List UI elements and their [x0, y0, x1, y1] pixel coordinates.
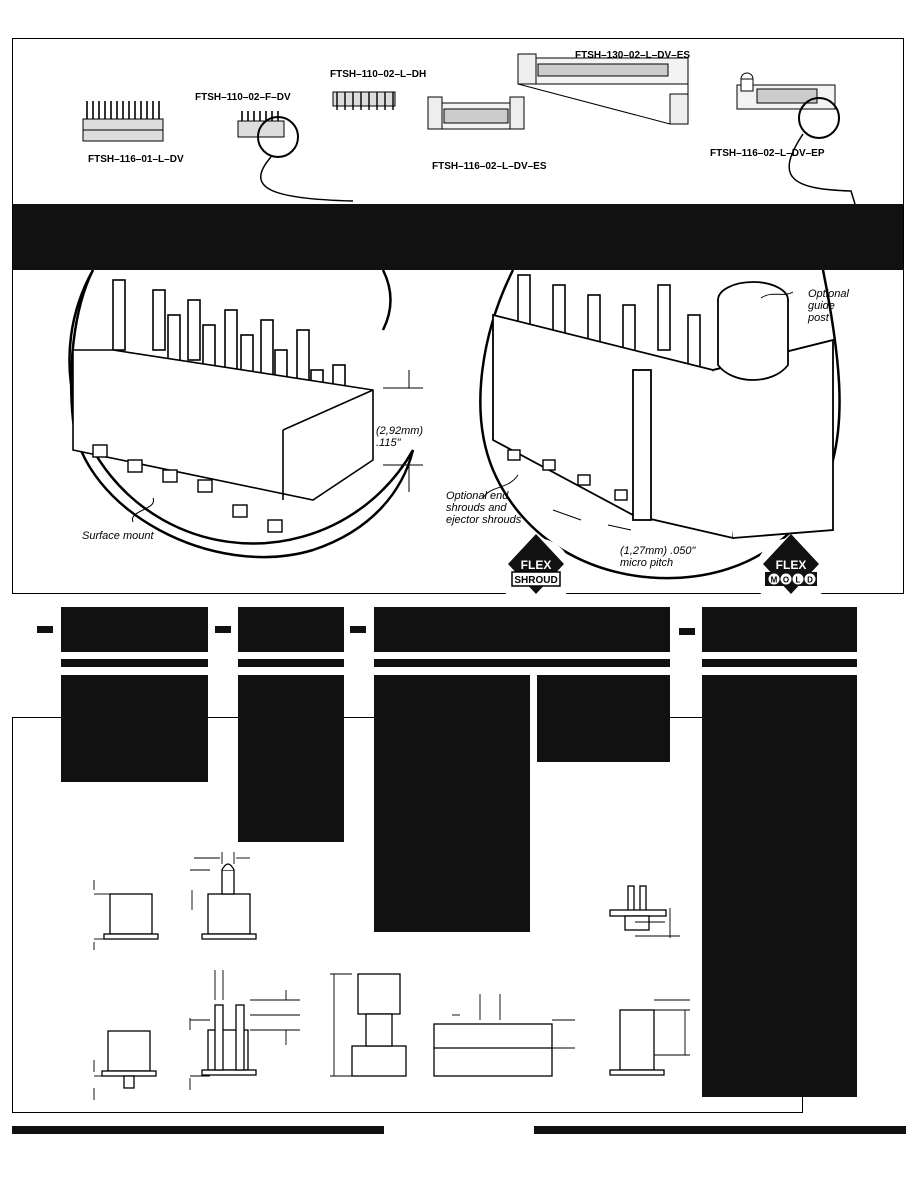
lower-frame-top-mid: [208, 717, 238, 718]
guide-post-label-3: post: [808, 312, 829, 324]
column-2-rule: [238, 659, 344, 667]
column-1-rule: [61, 659, 208, 667]
pitch-dimension: (1,27mm) .050": [620, 545, 696, 557]
column-3-body-a: [374, 675, 530, 932]
detail-callout-circle-right: [798, 97, 840, 139]
flex-mold-top: FLEX: [776, 558, 807, 572]
column-1-body: [61, 675, 208, 782]
end-shrouds-label-1: Optional end: [446, 490, 509, 502]
height-dimension-metric: (2,92mm): [376, 425, 424, 437]
part-label-6: FTSH–116–02–L–DV–EP: [710, 148, 825, 159]
separator-dash-3: [350, 626, 366, 633]
column-4-rule: [702, 659, 857, 667]
connector-image-ftsh-116-02-ep: [736, 72, 836, 110]
surface-mount-label: Surface mount: [82, 530, 154, 542]
lower-frame-right: [802, 1097, 803, 1113]
connector-image-ftsh-116-02-es: [427, 96, 525, 130]
separator-dash-4: [679, 628, 695, 635]
dimension-drawings: [93, 852, 690, 1100]
column-3-rule: [374, 659, 670, 667]
column-2-body: [238, 675, 344, 842]
mold-letter-o: O: [783, 576, 789, 585]
part-label-1: FTSH–116–01–L–DV: [88, 154, 184, 165]
flex-mold-logo: FLEX M O L D: [755, 534, 827, 610]
mold-letter-d: D: [807, 576, 813, 585]
column-3-body-b: [537, 675, 670, 762]
connector-illustrations: [82, 53, 856, 204]
flex-shroud-bottom: SHROUD: [514, 575, 557, 586]
lower-frame-top-mid2: [344, 717, 374, 718]
connector-image-ftsh-130-02-es: [517, 53, 689, 125]
end-shrouds-label-2: shrouds and: [446, 502, 507, 514]
detail-callout-circle-left: [257, 116, 299, 158]
part-label-5: FTSH–130–02–L–DV–ES: [575, 50, 691, 61]
pitch-label: micro pitch: [620, 557, 674, 569]
connector-image-ftsh-110-02: [237, 111, 285, 138]
part-label-4: FTSH–116–02–L–DV–ES: [432, 161, 547, 172]
separator-dash-1: [37, 626, 53, 633]
connector-image-ftsh-116-01: [82, 101, 164, 142]
footer-bar-left: [12, 1126, 384, 1134]
column-1-header: [61, 607, 208, 652]
lower-frame-top-right: [670, 717, 702, 718]
guide-post-label-1: Optional: [808, 288, 849, 300]
lower-frame-top-left: [12, 717, 61, 718]
column-2-header: [238, 607, 344, 652]
lower-frame-left: [12, 717, 13, 1113]
end-shrouds-label-3: ejector shrouds: [446, 514, 522, 526]
mold-letter-l: L: [796, 576, 801, 585]
product-panel: [12, 38, 904, 594]
flex-shroud-top: FLEX: [521, 558, 552, 572]
magnified-details: [68, 270, 841, 580]
flex-shroud-logo: FLEX SHROUD: [500, 534, 572, 610]
column-3-header: [374, 607, 670, 652]
title-band: [13, 204, 903, 270]
part-label-2: FTSH–110–02–F–DV: [195, 92, 291, 103]
connector-image-ftsh-110-02-dh: [332, 91, 396, 110]
guide-post-label-2: guide: [808, 300, 835, 312]
height-dimension-inch: .115": [376, 437, 401, 449]
lower-frame-bottom: [12, 1112, 802, 1113]
column-4-header: [702, 607, 857, 652]
mold-letter-m: M: [771, 576, 778, 585]
column-4-body: [702, 675, 857, 1097]
separator-dash-2: [215, 626, 231, 633]
part-label-3: FTSH–110–02–L–DH: [330, 69, 427, 80]
footer-bar-right: [534, 1126, 906, 1134]
